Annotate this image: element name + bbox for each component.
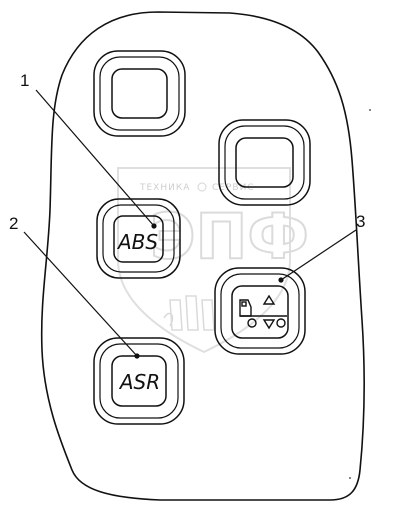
leader-line-1 xyxy=(35,89,155,227)
callout-3: 3 xyxy=(356,212,366,231)
callout-1: 1 xyxy=(20,71,30,90)
abs-button[interactable]: ABS xyxy=(96,198,181,279)
leader-line-2 xyxy=(23,231,138,357)
asr-label: ASR xyxy=(118,370,160,394)
watermark-text-1: ТЕХНИКА xyxy=(139,183,190,193)
panel-outline xyxy=(40,11,365,501)
watermark-text-2: СЕРВИС xyxy=(212,183,255,193)
leader-lines xyxy=(23,89,357,359)
blank-button-right[interactable] xyxy=(218,119,311,206)
watermark: ТЕХНИКА СЕРВИС ЭПФ xyxy=(117,167,310,354)
truck-symbol-icon xyxy=(239,294,287,330)
watermark-logo-text: ЭПФ xyxy=(150,200,309,273)
vehicle-mode-button[interactable] xyxy=(214,267,306,355)
asr-button[interactable]: ASR xyxy=(93,337,185,425)
abs-label: ABS xyxy=(116,230,158,254)
blank-button-top[interactable] xyxy=(93,50,186,137)
leader-line-3 xyxy=(280,229,357,281)
callout-2: 2 xyxy=(9,214,19,233)
